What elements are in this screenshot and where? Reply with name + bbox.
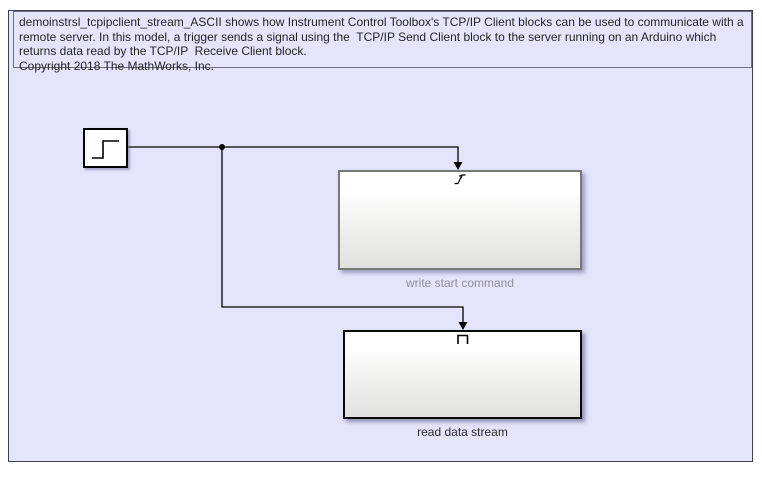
wire-branch-dot [219, 144, 225, 150]
write-start-command-block[interactable] [338, 170, 582, 270]
read-block-label[interactable]: read data stream [417, 425, 508, 439]
arrowhead-into-read-icon [458, 322, 468, 330]
step-source-block[interactable] [83, 128, 128, 168]
step-signal-icon [92, 140, 119, 159]
wire-branch-to-read[interactable] [221, 147, 464, 322]
annotation-line: demoinstrsl_tcpipclient_stream_ASCII sho… [19, 15, 744, 29]
copyright-line: Copyright 2018 The MathWorks, Inc. [19, 58, 214, 73]
annotation-line: returns data read by the TCP/IP Receive … [19, 44, 307, 58]
arrowhead-into-write-icon [453, 162, 463, 170]
read-data-stream-block[interactable] [343, 330, 582, 419]
model-description-annotation[interactable]: demoinstrsl_tcpipclient_stream_ASCII sho… [13, 11, 752, 73]
annotation-line: remote server. In this model, a trigger … [19, 29, 717, 44]
wire-step-to-write[interactable] [128, 146, 459, 163]
trigger-port-icon [454, 174, 466, 185]
write-block-label[interactable]: write start command [405, 276, 515, 290]
enable-port-icon [456, 334, 468, 344]
